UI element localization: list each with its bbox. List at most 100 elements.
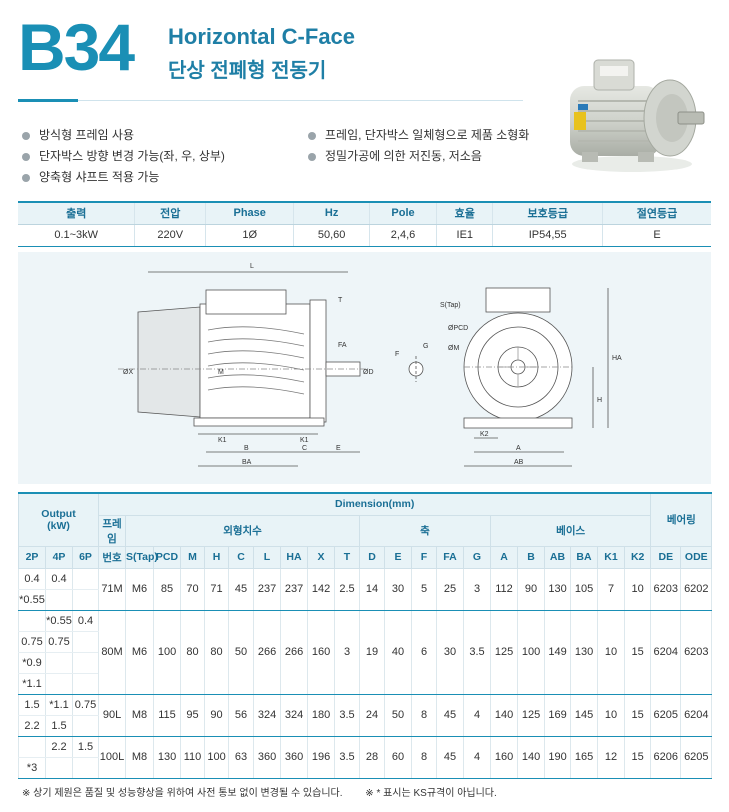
dimension-cell: 25 [436, 568, 465, 611]
dim-col-header: 번호 [98, 545, 127, 569]
dim-label: L [250, 263, 254, 270]
dimension-cell: M6 [125, 610, 155, 695]
dimension-cell: 6206 [650, 736, 682, 779]
dimension-cell: 85 [153, 568, 182, 611]
dimension-cell: M8 [125, 694, 155, 737]
output-cell: *0.55 [45, 610, 73, 632]
dimension-cell: 14 [359, 568, 386, 611]
dim-header-row-2: 프레임 외형치수 축 베이스 [19, 514, 712, 547]
footnote-spec-change: ※ 상기 제원은 품질 및 성능향상을 위하여 사전 통보 없이 변경될 수 있… [22, 788, 343, 799]
dim-col-header: G [463, 545, 492, 569]
spec-table: 출력 전압 Phase Hz Pole 효율 보호등급 절연등급 0.1~3kW… [18, 201, 711, 247]
dimension-cell: 6203 [680, 610, 713, 695]
dim-col-header: X [307, 545, 336, 569]
dim-label: S(Tap) [440, 302, 461, 309]
dimension-cell: 40 [384, 610, 413, 695]
dimension-cell: 3 [463, 568, 492, 611]
dim-label: ØD [363, 369, 374, 376]
dim-label: T [338, 297, 343, 304]
bullet-icon [22, 152, 30, 161]
spec-value: IP54,55 [492, 224, 603, 247]
spec-value: 2,4,6 [368, 224, 437, 247]
dimension-cell: 169 [544, 694, 572, 737]
dimension-cell: 100L [98, 736, 127, 779]
dimension-cell: 12 [597, 736, 626, 779]
dim-label: BA [242, 459, 252, 466]
output-cell: *0.9 [18, 652, 46, 674]
dim-col-header: M [180, 545, 206, 569]
output-header: Output(kW) [17, 492, 100, 547]
spec-value-row: 0.1~3kW 220V 1Ø 50,60 2,4,6 IE1 IP54,55 … [18, 224, 711, 247]
output-cell [71, 673, 100, 695]
dimension-cell: 8 [411, 694, 438, 737]
dimension-cell: 130 [570, 610, 599, 695]
dimension-cell: 24 [359, 694, 386, 737]
table-row: *0.55 [18, 589, 712, 611]
dim-label: B [244, 445, 249, 452]
feature-item: 정밀가공에 의한 저진동, 저소음 [308, 146, 529, 167]
spec-header: Phase [205, 201, 294, 225]
dimension-cell: 266 [280, 610, 309, 695]
dimension-cell: 6203 [650, 568, 682, 611]
output-cell: 0.75 [71, 694, 100, 716]
dimension-cell: M6 [125, 568, 155, 611]
shaft-end-view: F G [395, 343, 428, 382]
dimension-cell: 5 [411, 568, 438, 611]
output-cell: 0.4 [71, 610, 100, 632]
dimension-cell: 130 [544, 568, 572, 611]
header-divider [18, 100, 523, 101]
dimension-cell: 50 [228, 610, 255, 695]
dimension-cell: 360 [280, 736, 309, 779]
dimension-cell: 7 [597, 568, 626, 611]
group-shaft-header: 축 [359, 514, 492, 547]
dim-col-header: S(Tap) [125, 545, 158, 569]
dimension-cell: 56 [228, 694, 255, 737]
dimension-cell: 71M [98, 568, 127, 611]
footnote-ks: ※ * 표시는 KS규격이 아닙니다. [365, 788, 497, 799]
output-cell [18, 736, 46, 758]
front-view: L T ØX M FA ØD K1 K1 B C E BA [118, 263, 374, 467]
dimension-cell: 80M [98, 610, 127, 695]
dim-label: M [218, 369, 224, 376]
output-cell: 1.5 [71, 736, 100, 758]
dim-col-header: L [253, 545, 282, 569]
dim-col-header: H [204, 545, 230, 569]
dim-col-header: E [384, 545, 413, 569]
output-cell: *3 [18, 757, 46, 779]
group-base-header: 베이스 [490, 514, 652, 547]
output-cell [45, 652, 73, 674]
feature-item: 단자박스 방향 변경 가능(좌, 우, 상부) [22, 146, 225, 167]
dimension-cell: 8 [411, 736, 438, 779]
dimension-table: Output(kW) Dimension(mm) 베어링 프레임 외형치수 축 … [17, 492, 713, 779]
dim-label: ØM [448, 345, 459, 352]
spec-value: 1Ø [205, 224, 294, 247]
dimension-header: Dimension(mm) [98, 492, 652, 516]
dimension-cell: 45 [436, 694, 465, 737]
output-cell: *1.1 [45, 694, 73, 716]
output-cell [45, 673, 73, 695]
dim-col-header: C [228, 545, 255, 569]
dimension-cell: M8 [125, 736, 155, 779]
output-cell: 0.4 [18, 568, 46, 590]
spec-header: Pole [368, 201, 437, 225]
dim-col-header: T [334, 545, 361, 569]
dim-label: E [336, 445, 341, 452]
output-cell: 1.5 [45, 715, 73, 737]
spec-value: 220V [134, 224, 206, 247]
dimension-cell: 100 [204, 736, 230, 779]
dimension-cell: 125 [490, 610, 519, 695]
dimension-cell: 63 [228, 736, 255, 779]
dimension-cell: 30 [436, 610, 465, 695]
dim-col-header: HA [280, 545, 309, 569]
dimension-cell: 95 [180, 694, 206, 737]
dimension-cell: 3 [334, 610, 361, 695]
dim-label: F [395, 351, 399, 358]
dimension-cell: 142 [307, 568, 336, 611]
title-english: Horizontal C-Face [168, 24, 356, 49]
spec-header: 절연등급 [602, 201, 711, 225]
dimension-cell: 180 [307, 694, 336, 737]
dimension-cell: 140 [517, 736, 546, 779]
